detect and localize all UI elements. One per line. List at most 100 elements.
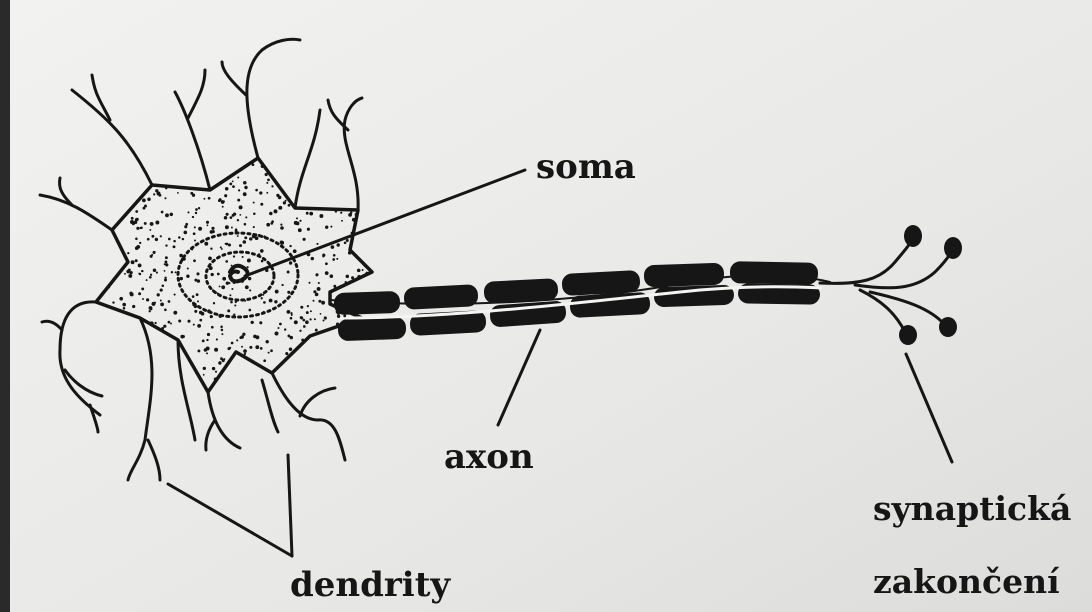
soma-label: soma xyxy=(536,150,636,184)
stipple-dot xyxy=(225,260,228,263)
stipple-dot xyxy=(260,347,263,350)
stipple-dot xyxy=(183,231,187,235)
stipple-dot xyxy=(263,235,266,238)
stipple-dot xyxy=(122,303,126,307)
stipple-dot xyxy=(150,308,152,310)
stipple-dot xyxy=(239,244,242,247)
stipple-dot xyxy=(260,249,264,253)
stipple-dot xyxy=(155,238,158,241)
stipple-dot xyxy=(146,279,148,281)
stipple-dot xyxy=(162,285,165,288)
stipple-dot xyxy=(298,228,302,232)
stipple-dot xyxy=(296,217,298,219)
stipple-dot xyxy=(253,212,256,215)
myelin-segment xyxy=(483,278,558,304)
stipple-dot xyxy=(218,361,221,364)
stipple-dot xyxy=(199,319,202,322)
stipple-dot xyxy=(170,213,173,216)
stipple-dot xyxy=(211,326,214,329)
stipple-dot xyxy=(211,273,214,276)
stipple-dot xyxy=(288,204,291,207)
stipple-dot xyxy=(266,223,270,227)
stipple-dot xyxy=(132,222,135,225)
stipple-dot xyxy=(217,273,220,276)
stipple-dot xyxy=(164,260,167,263)
stipple-dot xyxy=(303,238,306,241)
synaptic-label-line2: zakončení xyxy=(873,565,1060,598)
stipple-dot xyxy=(203,374,205,376)
stipple-dot xyxy=(346,239,349,242)
stipple-dot xyxy=(231,288,233,290)
stipple-dot xyxy=(170,323,172,325)
stipple-dot xyxy=(217,292,219,294)
stipple-dot xyxy=(135,259,138,262)
stipple-dot xyxy=(216,338,218,340)
stipple-dot xyxy=(308,282,310,284)
stipple-dot xyxy=(155,221,159,225)
stipple-dot xyxy=(281,241,284,244)
stipple-dot xyxy=(309,318,311,320)
stipple-dot xyxy=(307,228,310,231)
stipple-dot xyxy=(194,310,197,313)
stipple-dot xyxy=(223,358,225,360)
stipple-dot xyxy=(157,293,160,296)
stipple-dot xyxy=(194,226,196,228)
stipple-dot xyxy=(343,315,346,318)
stipple-dot xyxy=(192,194,195,197)
stipple-dot xyxy=(351,276,354,279)
stipple-dot xyxy=(135,238,138,241)
stipple-dot xyxy=(249,346,252,349)
stipple-dot xyxy=(266,192,268,194)
stipple-dot xyxy=(229,347,231,349)
stipple-dot xyxy=(269,299,273,303)
stipple-dot xyxy=(187,320,190,323)
stipple-dot xyxy=(255,345,259,349)
stipple-dot xyxy=(278,196,282,200)
stipple-dot xyxy=(263,301,266,304)
stipple-dot xyxy=(150,274,152,276)
stipple-dot xyxy=(243,240,247,244)
stipple-dot xyxy=(248,277,251,280)
stipple-dot xyxy=(204,242,208,246)
stipple-dot xyxy=(233,314,235,316)
stipple-dot xyxy=(325,226,328,229)
stipple-dot xyxy=(299,330,301,332)
stipple-dot xyxy=(234,304,236,306)
stipple-dot xyxy=(194,305,197,308)
stipple-dot xyxy=(293,250,295,252)
stipple-dot xyxy=(208,197,211,200)
stipple-dot xyxy=(287,291,290,294)
stipple-dot xyxy=(246,271,248,273)
stipple-dot xyxy=(165,244,167,246)
stipple-dot xyxy=(186,274,189,277)
stipple-dot xyxy=(165,187,168,190)
stipple-dot xyxy=(198,207,200,209)
stipple-dot xyxy=(311,257,314,260)
stipple-dot xyxy=(331,245,335,249)
stipple-dot xyxy=(207,224,209,226)
stipple-dot xyxy=(128,274,132,278)
stipple-dot xyxy=(156,272,158,274)
stipple-dot xyxy=(287,334,290,337)
stipple-dot xyxy=(348,251,352,255)
stipple-dot xyxy=(324,316,327,319)
stipple-dot xyxy=(154,322,156,324)
stipple-dot xyxy=(332,258,335,261)
stipple-dot xyxy=(108,286,110,288)
stipple-dot xyxy=(266,182,268,184)
stipple-dot xyxy=(195,212,197,214)
stipple-dot xyxy=(185,223,188,226)
stipple-dot xyxy=(141,270,143,272)
stipple-dot xyxy=(321,301,325,305)
stipple-dot xyxy=(201,312,205,316)
stipple-dot xyxy=(243,349,247,353)
stipple-dot xyxy=(161,327,164,330)
stipple-dot xyxy=(301,339,304,342)
stipple-dot xyxy=(290,317,293,320)
stipple-dot xyxy=(192,295,195,298)
stipple-dot xyxy=(322,319,324,321)
stipple-dot xyxy=(236,339,238,341)
stipple-dot xyxy=(226,213,229,216)
stipple-dot xyxy=(214,377,217,380)
stipple-dot xyxy=(224,194,227,197)
